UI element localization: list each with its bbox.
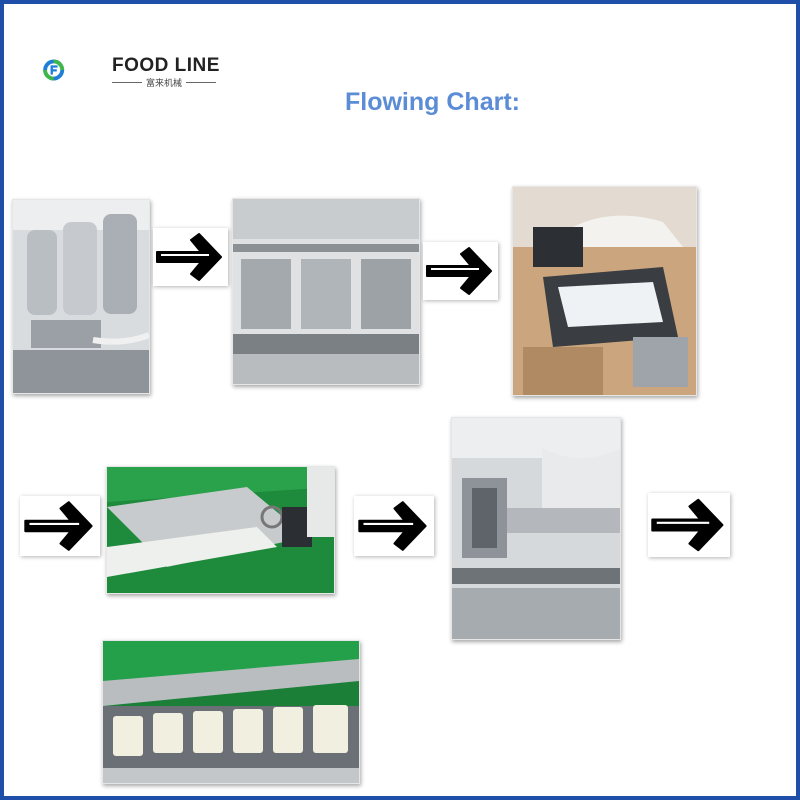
roller-machine-photo <box>451 417 621 640</box>
right-arrow-icon <box>651 498 724 552</box>
flow-arrow-5 <box>648 493 730 557</box>
flow-arrow-4 <box>354 496 434 556</box>
mixing-tanks-photo <box>12 199 150 394</box>
flow-arrow-1 <box>153 228 228 286</box>
right-arrow-icon <box>426 247 492 295</box>
flow-arrow-3 <box>20 496 100 556</box>
brand-chinese: 富来机械 <box>146 79 183 89</box>
right-arrow-icon <box>358 501 427 551</box>
cutting-machines-photo <box>232 198 420 385</box>
brand-name: FOOD LINE <box>112 55 220 76</box>
right-arrow-icon <box>24 501 93 551</box>
page-title: Flowing Chart: <box>345 88 520 116</box>
feeding-hopper-photo <box>512 186 697 396</box>
right-arrow-icon <box>156 233 222 281</box>
fries-conveyor-photo <box>102 640 360 784</box>
flow-arrow-2 <box>423 242 498 300</box>
food-line-logo <box>43 59 65 81</box>
brand-subtitle: 富来机械 <box>112 76 217 89</box>
green-conveyor-photo <box>106 466 335 594</box>
